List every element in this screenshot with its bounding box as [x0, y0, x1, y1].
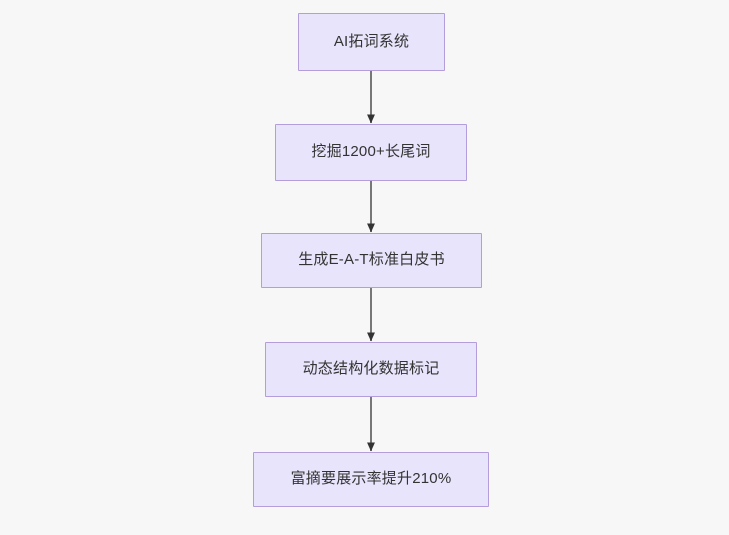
flowchart-node-label: AI拓词系统: [333, 32, 410, 50]
flowchart-node-dynamic-structured-data[interactable]: 动态结构化数据标记: [265, 342, 477, 397]
flowchart-node-ai-keyword-system[interactable]: AI拓词系统: [298, 13, 445, 71]
flowchart-node-label: 挖掘1200+长尾词: [311, 143, 431, 161]
flowchart-node-mine-longtail-keywords[interactable]: 挖掘1200+长尾词: [275, 124, 467, 181]
flowchart-node-rich-snippet-uplift[interactable]: 富摘要展示率提升210%: [253, 452, 489, 507]
flowchart-node-label: 生成E-A-T标准白皮书: [298, 251, 445, 269]
flowchart-node-label: 动态结构化数据标记: [302, 360, 440, 378]
flowchart-node-generate-eat-whitepaper[interactable]: 生成E-A-T标准白皮书: [261, 233, 482, 288]
flowchart-node-label: 富摘要展示率提升210%: [290, 470, 452, 488]
